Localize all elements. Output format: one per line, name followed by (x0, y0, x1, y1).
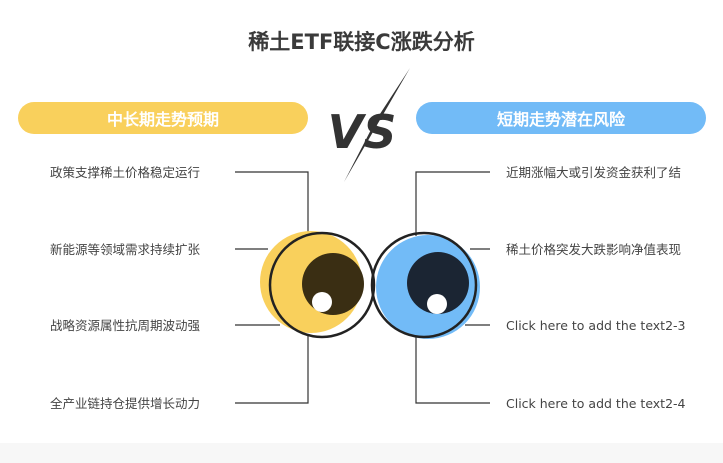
left-item-3: 战略资源属性抗周期波动强 (50, 318, 201, 333)
page-title: 稀土ETF联接C涨跌分析 (248, 30, 475, 54)
left-eye-icon (260, 231, 376, 339)
right-heading: 短期走势潜在风险 (416, 102, 706, 134)
vs-logo-icon: VS (328, 68, 410, 182)
left-connectors (235, 171, 309, 404)
left-heading: 中长期走势预期 (18, 102, 308, 134)
right-connectors (415, 171, 490, 404)
right-item-3[interactable]: Click here to add the text2-3 (506, 318, 686, 333)
left-item-1: 政策支撑稀土价格稳定运行 (50, 165, 201, 180)
left-item-4: 全产业链持仓提供增长动力 (50, 396, 201, 411)
right-eye-icon (370, 231, 480, 339)
right-item-2: 稀土价格突发大跌影响净值表现 (506, 242, 682, 257)
footer-bar (0, 443, 723, 463)
vs-label: VS (328, 105, 397, 159)
left-item-2: 新能源等领域需求持续扩张 (50, 242, 201, 257)
right-item-1: 近期涨幅大或引发资金获利了结 (506, 165, 682, 180)
right-item-4[interactable]: Click here to add the text2-4 (506, 396, 686, 411)
